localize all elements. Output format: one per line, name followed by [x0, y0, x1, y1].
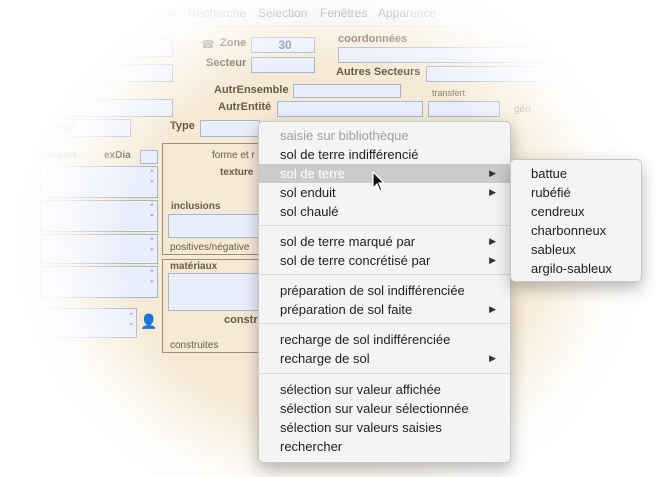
- submenu-arrow-icon: ▶: [489, 304, 496, 314]
- inclusions-field[interactable]: [168, 214, 263, 238]
- autres-secteurs-label: Autres Secteurs: [336, 66, 421, 78]
- menu-recherche[interactable]: Recherche: [188, 6, 247, 20]
- autr-ensemble-label: AutrEnsemble: [214, 84, 289, 96]
- user-icon[interactable]: 👤: [140, 313, 158, 329]
- stepper-5[interactable]: ⌃⌄: [128, 313, 134, 327]
- stepper-3[interactable]: ⌃⌄: [149, 238, 155, 252]
- context-menu-item[interactable]: rechercher: [280, 439, 343, 454]
- zone-field[interactable]: 30: [251, 37, 315, 53]
- type-label: Type: [170, 120, 195, 132]
- autr-entite-field[interactable]: [277, 101, 423, 117]
- submenu-arrow-icon: ▶: [489, 236, 496, 246]
- menu-bar: Edition Recherche Sélection Fenêtres App…: [0, 0, 667, 27]
- record-number-field[interactable]: 78: [55, 38, 173, 57]
- secteur-field[interactable]: [251, 57, 315, 73]
- constr-label: constr: [224, 314, 258, 326]
- graphiques-area-3[interactable]: [40, 234, 158, 264]
- menu-separator: [259, 323, 510, 324]
- submenu-item[interactable]: argilo-sableux: [531, 261, 612, 276]
- context-menu-item[interactable]: recharge de sol indifférenciée: [280, 332, 451, 347]
- construites-label: construites: [170, 340, 219, 351]
- autres-secteurs-field[interactable]: [426, 66, 576, 82]
- materiaux-label: matériaux: [170, 261, 218, 272]
- zone-value: 30: [278, 38, 292, 52]
- field-left-2[interactable]: [55, 64, 173, 82]
- context-menu-item[interactable]: sol de terre▶: [259, 164, 510, 183]
- context-menu-item[interactable]: sol de terre indifférencié: [280, 147, 419, 162]
- context-menu: saisie sur bibliothèque sol de terre indi…: [258, 121, 511, 463]
- submenu-item[interactable]: cendreux: [531, 204, 585, 219]
- submenu-arrow-icon: ▶: [489, 187, 496, 197]
- menu-apparence[interactable]: Apparence: [378, 6, 437, 20]
- forme-label: forme et r: [212, 150, 255, 161]
- record-number-value: 78: [60, 40, 75, 55]
- mouse-pointer-icon: [372, 171, 386, 192]
- context-menu-item[interactable]: sol chaulé: [280, 204, 339, 219]
- exdia-label: exDia: [104, 150, 131, 161]
- stepper-4[interactable]: ⌃⌄: [149, 270, 155, 284]
- submenu-arrow-icon: ▶: [489, 353, 496, 363]
- context-menu-item[interactable]: sélection sur valeur sélectionnée: [280, 401, 469, 416]
- autr-ensemble-field[interactable]: [293, 84, 401, 98]
- context-menu-item[interactable]: sélection sur valeurs saisies: [280, 420, 442, 435]
- context-menu-item[interactable]: recharge de sol▶: [280, 351, 496, 366]
- menu-separator: [259, 225, 510, 226]
- submenu-item[interactable]: charbonneux: [531, 223, 607, 238]
- context-menu-item[interactable]: sol de terre concrétisé par▶: [280, 253, 496, 268]
- inclusions-label: inclusions: [171, 201, 221, 212]
- submenu-item[interactable]: sableux: [531, 242, 576, 257]
- submenu-item[interactable]: battue: [531, 166, 568, 181]
- exdia-checkbox[interactable]: [140, 150, 158, 164]
- context-menu-item: saisie sur bibliothèque: [280, 128, 409, 143]
- stepper-1[interactable]: ⌃⌄: [149, 170, 155, 184]
- submenu-sol-de-terre: battue rubéfié cendreux charbonneux sableux a…: [510, 159, 642, 282]
- transfert-field[interactable]: [428, 101, 500, 117]
- zone-label: Zone: [220, 37, 247, 49]
- graphiques-area-2[interactable]: [40, 200, 158, 232]
- menu-edition[interactable]: Edition: [140, 6, 177, 20]
- type-field[interactable]: [200, 120, 260, 137]
- graphiques-area-1[interactable]: [40, 166, 158, 198]
- graphiques-label: raphiques: [33, 150, 77, 161]
- test-field[interactable]: TEST: [40, 119, 131, 137]
- secteur-label: Secteur: [206, 57, 247, 69]
- menu-separator: [259, 373, 510, 374]
- submenu-arrow-icon: ▶: [489, 168, 496, 178]
- transfert-label: transfert: [432, 88, 466, 98]
- test-value: TEST: [45, 121, 76, 135]
- graphiques-area-4[interactable]: [40, 266, 158, 298]
- menu-fenetres[interactable]: Fenêtres: [320, 6, 368, 20]
- graphiques-area-5[interactable]: [40, 308, 137, 338]
- menu-separator: [259, 274, 510, 275]
- submenu-arrow-icon: ▶: [489, 255, 496, 265]
- coordonnees-field[interactable]: [338, 47, 568, 63]
- context-menu-item[interactable]: sol enduit▶: [280, 185, 496, 200]
- stepper-2[interactable]: ⌃⌄: [149, 204, 155, 218]
- submenu-item[interactable]: rubéfié: [531, 185, 571, 200]
- coordonnees-label: coordonnées: [338, 33, 408, 45]
- positives-label: positives/négative: [170, 242, 250, 253]
- menu-selection[interactable]: Sélection: [258, 6, 308, 20]
- field-left-3[interactable]: [55, 99, 173, 117]
- context-menu-item[interactable]: sélection sur valeur affichée: [280, 382, 441, 397]
- autr-entite-label: AutrEntité: [218, 101, 272, 113]
- context-menu-item[interactable]: préparation de sol indifférenciée: [280, 283, 465, 298]
- gen-label: gén: [514, 104, 531, 115]
- context-menu-item[interactable]: sol de terre marqué par▶: [280, 234, 496, 249]
- context-menu-item[interactable]: préparation de sol faite▶: [280, 302, 496, 317]
- texture-label: texture: [220, 167, 254, 178]
- telephone-icon: ☎: [201, 39, 215, 51]
- materiaux-field[interactable]: [168, 273, 263, 311]
